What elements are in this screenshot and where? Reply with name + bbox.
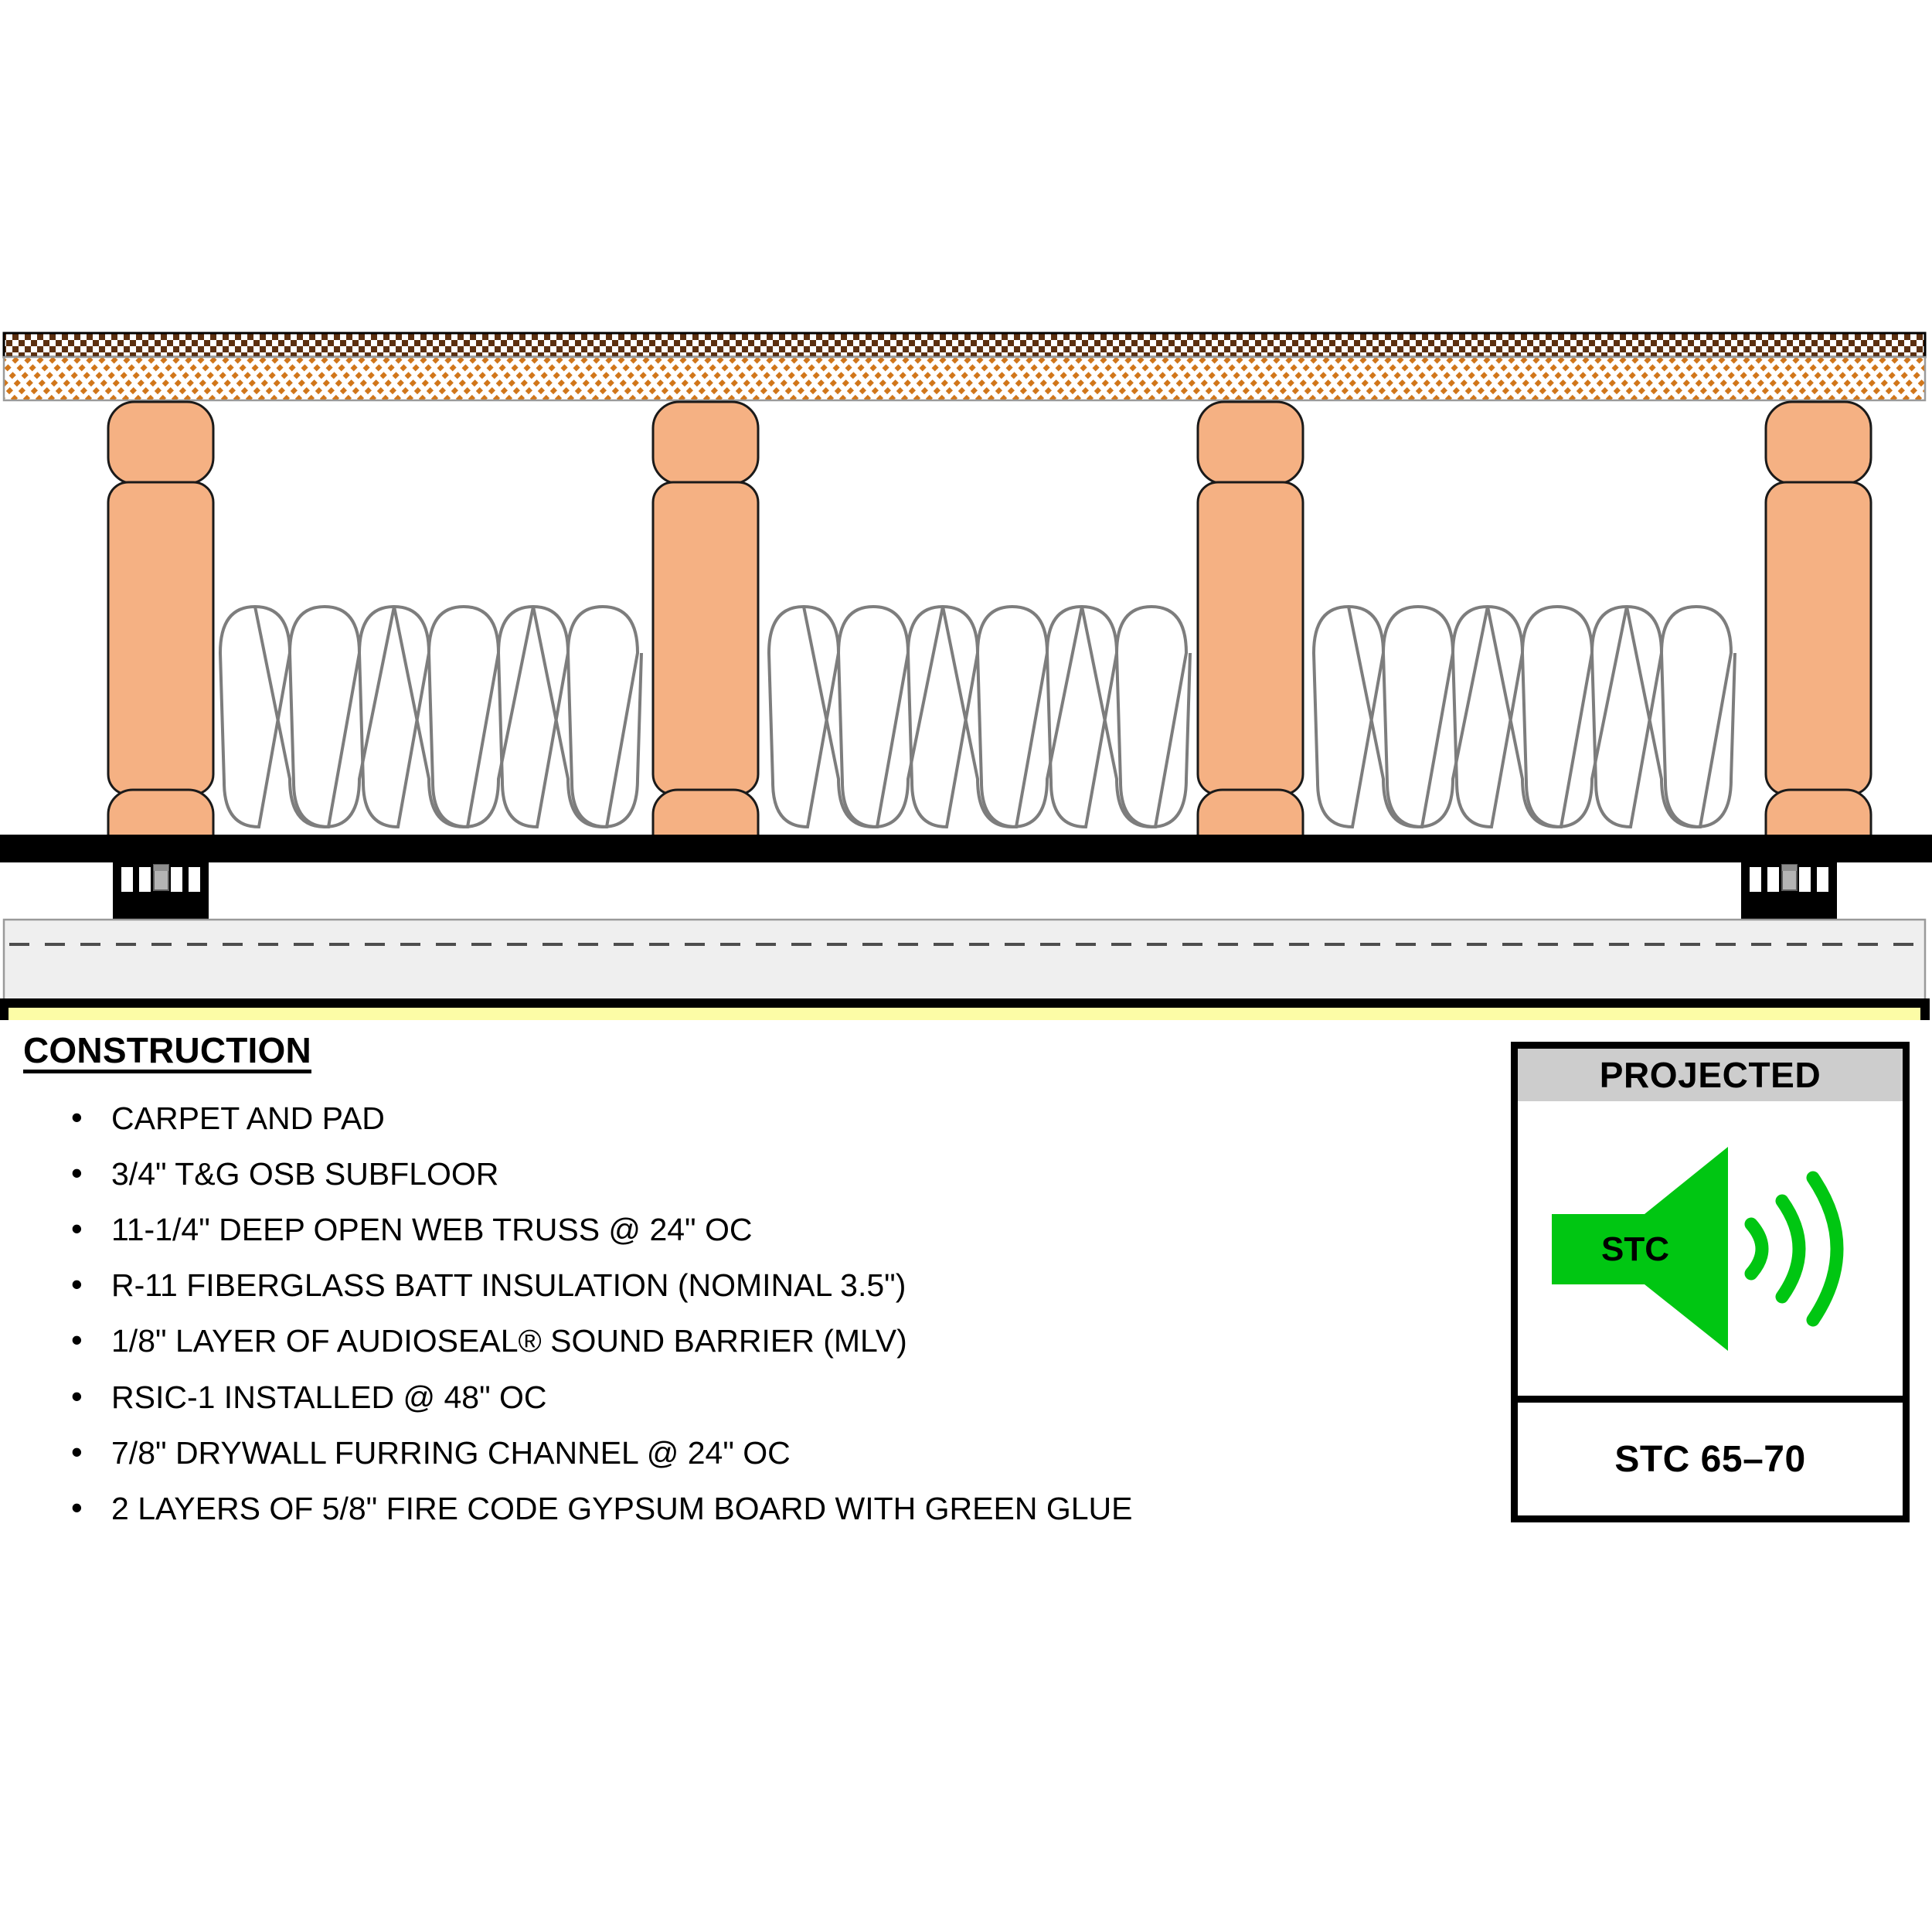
construction-list-item: 11-1/4" DEEP OPEN WEB TRUSS @ 24" OC [71,1207,1337,1250]
construction-list-item: 3/4" T&G OSB SUBFLOOR [71,1151,1337,1195]
construction-list-item: CARPET AND PAD [71,1096,1337,1139]
layer-open-web-truss [107,400,1872,861]
construction-list-item: 2 LAYERS OF 5/8" FIRE CODE GYPSUM BOARD … [71,1486,1337,1529]
layer-carpet-and-pad [2,332,1927,359]
truss-vertical-4 [1764,400,1872,861]
layer-osb-subfloor [2,355,1927,402]
stc-badge-icon-area: STC [1518,1101,1903,1403]
truss-vertical-3 [1196,400,1304,861]
construction-list-item: R-11 FIBERGLASS BATT INSULATION (NOMINAL… [71,1263,1337,1306]
truss-vertical-2 [651,400,760,861]
construction-list-item: 1/8" LAYER OF AUDIOSEAL® SOUND BARRIER (… [71,1318,1337,1362]
layer-gypsum-board-assembly [0,998,1930,1020]
speaker-stc-label: STC [1601,1230,1669,1268]
assembly-section-drawing [0,332,1932,1020]
layer-fiberglass-batt-insulation [218,604,1736,829]
speaker-icon: STC [1552,1146,1844,1351]
construction-block: CONSTRUCTION CARPET AND PAD 3/4" T&G OSB… [23,1029,1337,1543]
layer-mlv-sound-barrier [0,835,1932,862]
truss-vertical-1 [107,400,215,861]
projected-stc-badge: PROJECTED STC STC 65–70 [1511,1042,1910,1522]
construction-list-item: 7/8" DRYWALL FURRING CHANNEL @ 24" OC [71,1430,1337,1474]
construction-heading: CONSTRUCTION [23,1030,311,1070]
stc-badge-header: PROJECTED [1518,1049,1903,1101]
stc-badge-rating: STC 65–70 [1614,1438,1806,1480]
construction-list: CARPET AND PAD 3/4" T&G OSB SUBFLOOR 11-… [23,1096,1337,1529]
layer-furring-channel [2,918,1927,1006]
construction-list-item: RSIC-1 INSTALLED @ 48" OC [71,1375,1337,1418]
